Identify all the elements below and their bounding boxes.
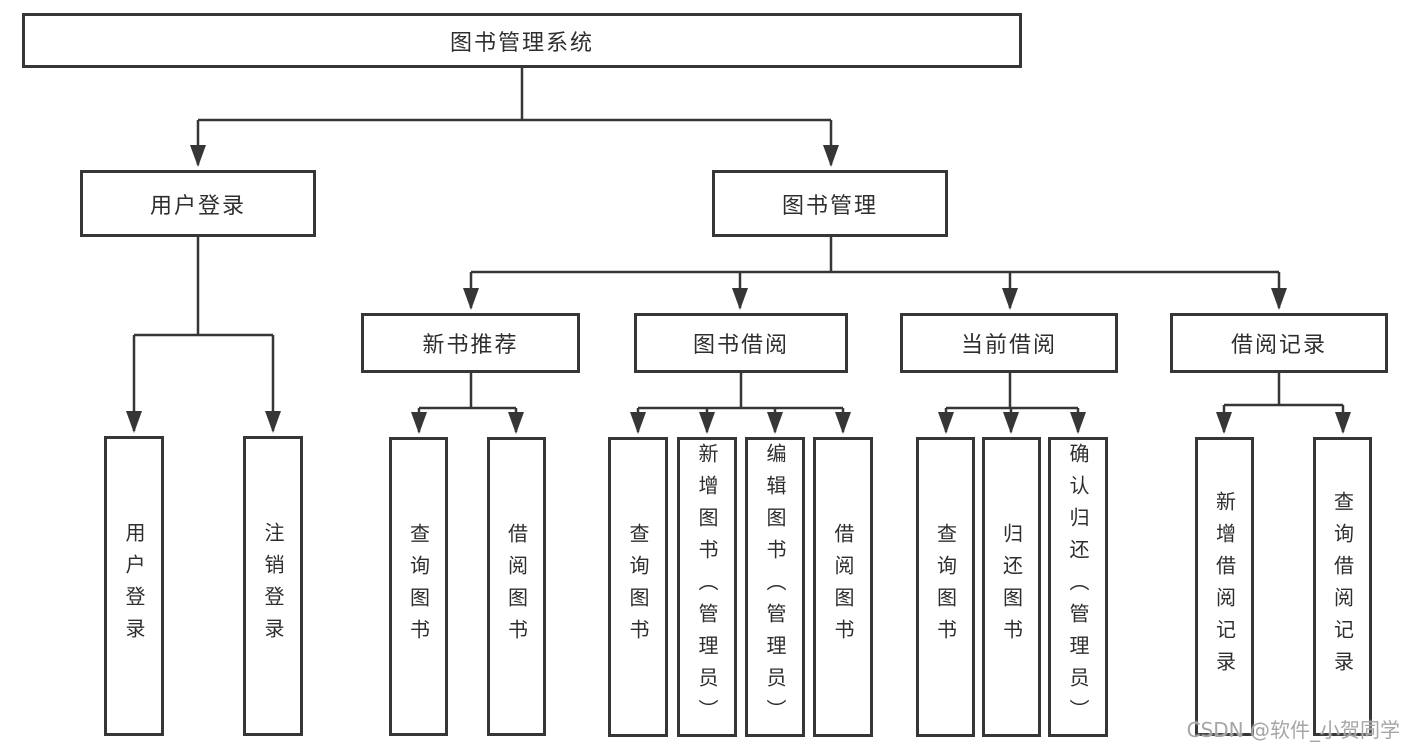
node-book-borrow-label: 图书借阅 bbox=[692, 333, 789, 358]
leaf-user-login: 用户登录 bbox=[104, 436, 164, 736]
leaf-logout-label: 注销登录 bbox=[261, 522, 285, 650]
leaf-return-book-label: 归还图书 bbox=[999, 523, 1024, 651]
connector-current-borrow-split bbox=[946, 373, 1078, 410]
leaf-borrow-book-2-label: 借阅图书 bbox=[831, 523, 855, 651]
leaf-query-book-2: 查询图书 bbox=[608, 437, 668, 737]
leaf-borrow-book-1-label: 借阅图书 bbox=[504, 522, 529, 651]
leaf-query-book-3: 查询图书 bbox=[916, 437, 975, 737]
node-borrow-records-label: 借阅记录 bbox=[1230, 333, 1327, 358]
node-book-borrow: 图书借阅 bbox=[634, 313, 848, 373]
leaf-borrow-book-1: 借阅图书 bbox=[487, 437, 546, 736]
csdn-watermark: CSDN @软件_小贺同学 bbox=[1186, 718, 1400, 742]
connector-book-borrow-split bbox=[638, 373, 843, 410]
leaf-return-book: 归还图书 bbox=[982, 437, 1041, 737]
leaf-edit-book-admin: 编辑图书（管理员） bbox=[745, 437, 805, 737]
node-current-borrow-label: 当前借阅 bbox=[960, 333, 1057, 358]
connector-borrow-records-split bbox=[1224, 373, 1343, 407]
leaf-logout: 注销登录 bbox=[243, 436, 303, 736]
node-user-login-label: 用户登录 bbox=[149, 193, 246, 219]
leaf-query-book-3-label: 查询图书 bbox=[933, 523, 958, 651]
leaf-confirm-return-admin: 确认归还（管理员） bbox=[1048, 437, 1108, 737]
node-root: 图书管理系统 bbox=[22, 13, 1022, 68]
node-new-book-recommend: 新书推荐 bbox=[361, 313, 580, 373]
leaf-query-book-1: 查询图书 bbox=[389, 437, 448, 736]
node-borrow-records: 借阅记录 bbox=[1170, 313, 1388, 373]
leaf-edit-book-admin-label: 编辑图书（管理员） bbox=[763, 443, 787, 731]
leaf-user-login-label: 用户登录 bbox=[122, 522, 146, 650]
leaf-add-book-admin-label: 新增图书（管理员） bbox=[695, 443, 719, 731]
leaf-query-borrow-record-label: 查询借阅记录 bbox=[1330, 490, 1355, 683]
connector-book-management-split bbox=[471, 237, 1279, 274]
node-user-login: 用户登录 bbox=[80, 170, 316, 237]
node-root-label: 图书管理系统 bbox=[449, 30, 594, 56]
leaf-query-book-1-label: 查询图书 bbox=[406, 522, 431, 651]
leaf-add-book-admin: 新增图书（管理员） bbox=[677, 437, 737, 737]
node-book-management: 图书管理 bbox=[712, 170, 948, 237]
leaf-borrow-book-2: 借阅图书 bbox=[813, 437, 873, 737]
leaf-query-borrow-record: 查询借阅记录 bbox=[1313, 437, 1372, 736]
leaf-confirm-return-admin-label: 确认归还（管理员） bbox=[1066, 443, 1090, 731]
node-new-book-recommend-label: 新书推荐 bbox=[422, 333, 519, 358]
leaf-query-book-2-label: 查询图书 bbox=[626, 523, 650, 651]
connector-root-split bbox=[198, 68, 831, 122]
node-book-management-label: 图书管理 bbox=[781, 193, 878, 219]
leaf-add-borrow-record: 新增借阅记录 bbox=[1195, 437, 1254, 736]
node-current-borrow: 当前借阅 bbox=[900, 313, 1118, 373]
connector-user-login-split bbox=[134, 237, 273, 337]
connector-new-book-split bbox=[419, 373, 516, 410]
leaf-add-borrow-record-label: 新增借阅记录 bbox=[1212, 490, 1237, 683]
